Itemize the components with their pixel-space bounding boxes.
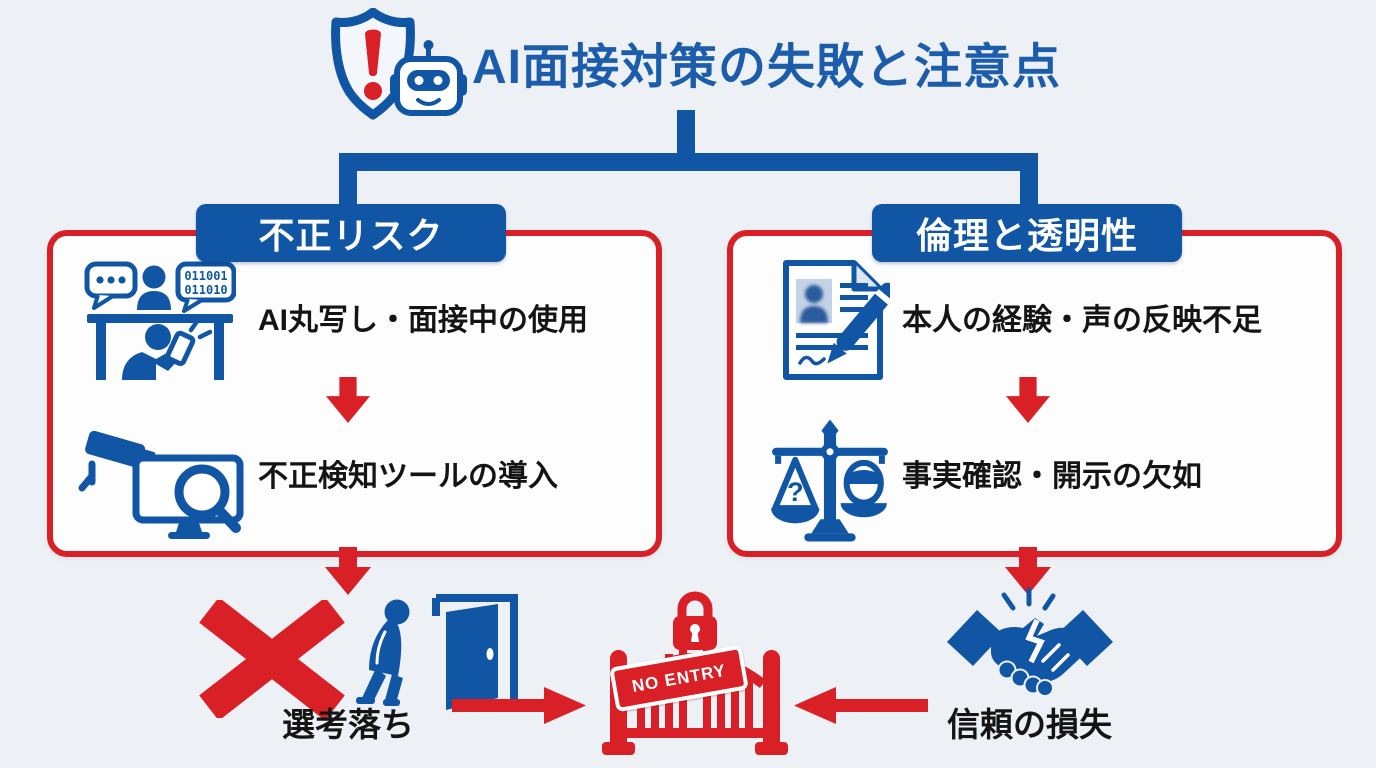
ethics-item-1-label: 本人の経験・声の反映不足 (902, 304, 1262, 337)
binary-text-1: 011001 (184, 269, 227, 283)
broken-handshake-icon (947, 587, 1113, 697)
fraud-item-2-label: 不正検知ツールの導入 (258, 460, 558, 493)
robot-head-icon (390, 40, 467, 116)
detection-tools-icon (78, 430, 244, 539)
interview-cheating-icon: 011001 011010 (84, 261, 236, 380)
fraud-risk-header-label: 不正リスク (258, 215, 444, 256)
no-entry-sign-label: NO ENTRY (630, 660, 728, 696)
fraud-risk-header: 不正リスク (196, 204, 506, 262)
dejected-person-exit-door-icon (356, 594, 518, 710)
down-arrow-icon (1005, 377, 1051, 423)
down-arrow-icon (325, 377, 371, 423)
page-title: AI面接対策の失敗と注意点 (472, 41, 1062, 94)
left-arrow-icon (794, 687, 928, 724)
down-arrow-icon (1005, 547, 1051, 595)
ethics-header-label: 倫理と透明性 (915, 215, 1138, 256)
connector-horizontal-bar (339, 153, 1038, 171)
question-mark-text: ? (787, 476, 804, 507)
binary-text-2: 011010 (184, 283, 227, 297)
rejection-label: 選考落ち (282, 706, 414, 743)
scales-of-ethics-icon: ? (771, 419, 888, 542)
ethics-item-2-label: 事実確認・開示の欠如 (902, 460, 1202, 493)
ethics-header: 倫理と透明性 (872, 204, 1182, 262)
trust-loss-label: 信頼の損失 (947, 706, 1112, 743)
down-arrow-icon (325, 547, 371, 595)
shield-alert-robot-icon (331, 8, 467, 120)
connector-stem (677, 110, 695, 160)
connector-left-drop (339, 153, 357, 209)
connector-right-drop (1020, 153, 1038, 209)
right-arrow-icon (452, 687, 586, 724)
rejection-x-icon (199, 600, 345, 718)
resume-pen-icon (783, 260, 890, 380)
fraud-item-1-label: AI丸写し・面接中の使用 (258, 304, 588, 337)
